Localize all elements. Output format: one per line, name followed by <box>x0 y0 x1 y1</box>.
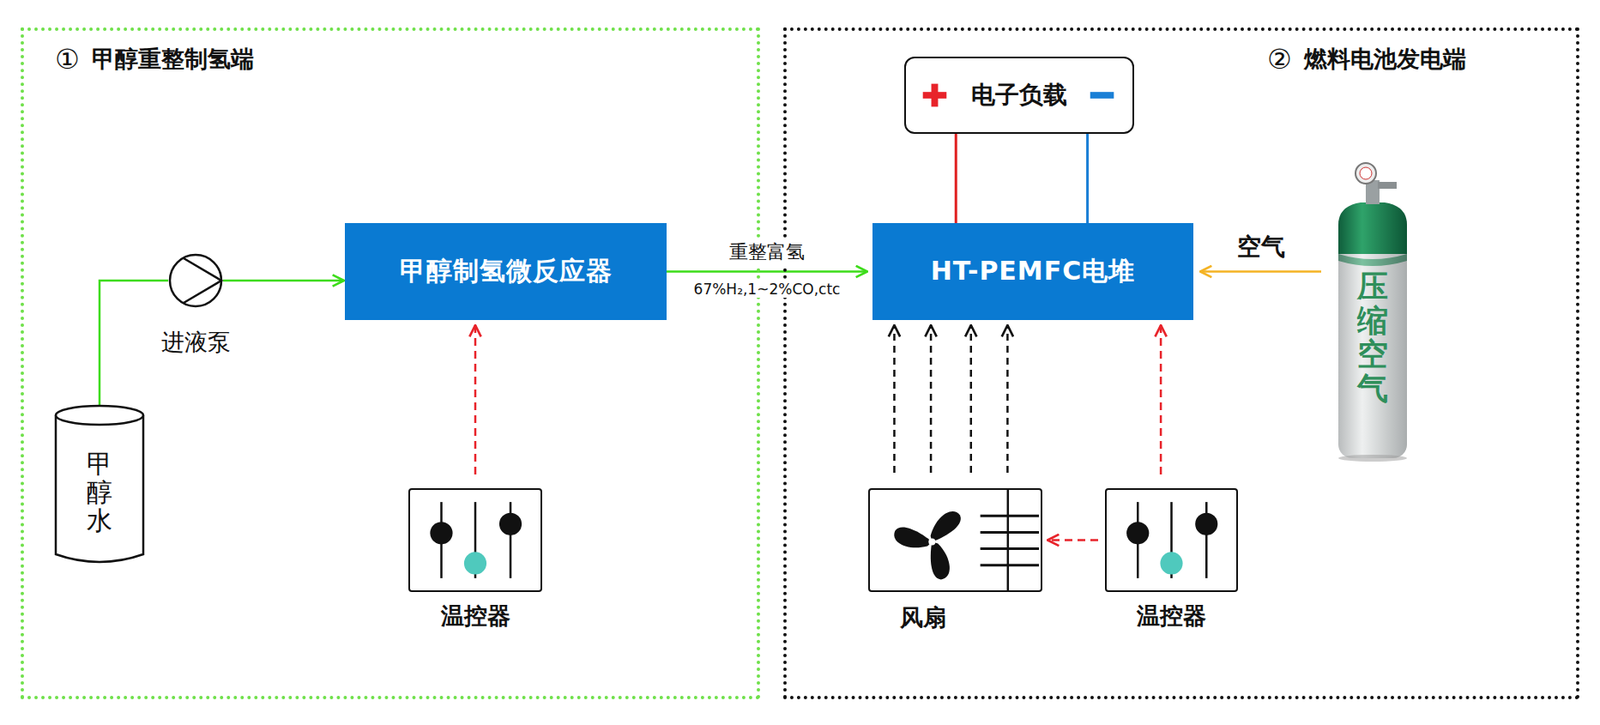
flow-connector <box>954 133 958 224</box>
section-number: ① <box>54 42 80 76</box>
gas-composition: 67%H₂,1~2%CO,ctc <box>690 280 845 298</box>
region-header: ② 燃料电池发电端 <box>1267 42 1467 76</box>
pump-label: 进液泵 <box>161 326 231 358</box>
region-header: ① 甲醇重整制氢端 <box>54 42 254 76</box>
feed-pump: 进液泵 <box>168 253 224 308</box>
flow-connector <box>99 280 169 406</box>
pump-symbol <box>168 253 224 308</box>
flow-connector <box>666 270 868 273</box>
flow-connector <box>1200 270 1322 273</box>
box-label: HT-PEMFC电堆 <box>930 253 1136 290</box>
region-frame: ① 甲醇重整制氢端甲醇水 进液泵 甲醇制氢微反应器温控器 <box>20 27 761 700</box>
flow-connector <box>1047 538 1099 542</box>
tank-label: 甲醇水 <box>86 449 113 535</box>
flow-connector <box>474 325 477 475</box>
fan-icon <box>869 489 1041 591</box>
region-title: 甲醇重整制氢端 <box>91 43 254 75</box>
box-label: 电子负载 <box>971 78 1068 112</box>
flow-connector <box>223 279 345 283</box>
flow-connector <box>970 325 973 473</box>
box-label: 甲醇制氢微反应器 <box>399 253 613 290</box>
device-label: 温控器 <box>1136 600 1207 632</box>
flow-connector <box>929 325 933 473</box>
process-box: HT-PEMFC电堆 <box>872 223 1194 320</box>
slider-icon <box>410 489 541 591</box>
region-title: 燃料电池发电端 <box>1304 43 1467 75</box>
flow-connector <box>1159 325 1163 475</box>
device-label: 风扇 <box>899 602 947 634</box>
device-label: 温控器 <box>440 600 511 632</box>
bottle-label: 压缩空气 <box>1357 269 1389 405</box>
temperature-controller: 温控器 <box>408 488 543 592</box>
slider-icon <box>1106 489 1237 591</box>
edge-label: 重整富氢 <box>725 239 809 266</box>
edge-label: 空气 <box>1233 230 1289 264</box>
flow-connector <box>893 325 896 473</box>
methanol-tank: 甲醇水 <box>53 403 146 567</box>
flow-connector <box>1006 325 1009 473</box>
section-number: ② <box>1267 42 1293 76</box>
flow-connector <box>1086 133 1089 224</box>
process-box: 甲醇制氢微反应器 <box>344 223 667 320</box>
temperature-controller: 温控器 <box>1104 488 1238 592</box>
load-box: 电子负载 <box>904 56 1135 134</box>
cooling-fan: 风扇 <box>868 488 1043 592</box>
region-frame: ②燃料电池发电端电子负载HT-PEMFC电堆风扇温控器压缩空气 <box>783 27 1580 700</box>
compressed-air-bottle: 压缩空气 <box>1331 159 1414 462</box>
